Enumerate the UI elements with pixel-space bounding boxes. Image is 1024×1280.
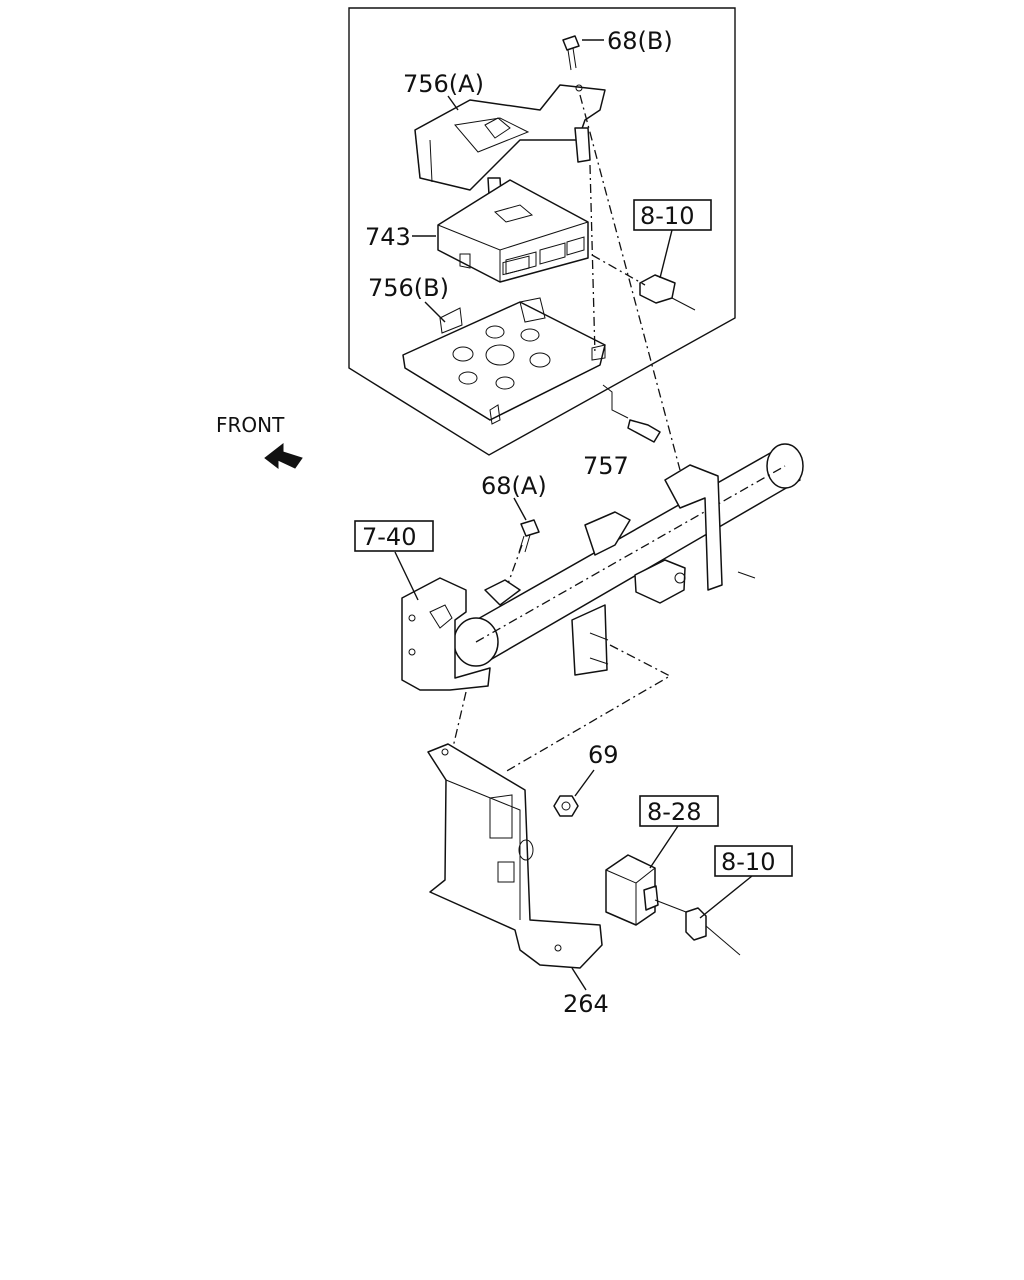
detail-inset-frame bbox=[348, 7, 736, 456]
leader-756a bbox=[447, 95, 459, 111]
leader-264 bbox=[571, 967, 587, 991]
module-box bbox=[605, 854, 659, 926]
callout-756a: 756(A) bbox=[403, 70, 484, 98]
leader-ref-8-10-top bbox=[659, 229, 673, 279]
bolt-68b bbox=[562, 35, 580, 71]
align-line-68b bbox=[579, 94, 681, 471]
brace-264 bbox=[427, 743, 603, 969]
leader-68a bbox=[513, 497, 527, 521]
bracket-756a bbox=[414, 84, 606, 213]
side-bracket bbox=[401, 577, 491, 691]
align-line-connector bbox=[591, 254, 646, 286]
ref-label-8-10-top: 8-10 bbox=[640, 202, 694, 230]
ref-box-7-40[interactable]: 7-40 bbox=[354, 520, 434, 552]
callout-264: 264 bbox=[563, 990, 609, 1018]
front-label: FRONT bbox=[216, 413, 285, 437]
ref-box-8-10-top[interactable]: 8-10 bbox=[633, 199, 712, 231]
connector-bottom bbox=[685, 907, 741, 956]
align-line-tray bbox=[589, 164, 596, 356]
callout-757: 757 bbox=[583, 452, 629, 480]
bolt-68a bbox=[518, 519, 540, 553]
callout-756b: 756(B) bbox=[368, 274, 449, 302]
callout-743: 743 bbox=[365, 223, 411, 251]
callout-68b: 68(B) bbox=[607, 27, 673, 55]
ref-label-7-40: 7-40 bbox=[362, 523, 416, 551]
module-wire bbox=[654, 899, 687, 913]
leader-756b bbox=[424, 301, 446, 323]
ref-box-8-28[interactable]: 8-28 bbox=[639, 795, 719, 827]
leader-ref-8-10-bottom bbox=[699, 875, 753, 919]
control-unit-743 bbox=[437, 179, 589, 283]
leader-69 bbox=[574, 769, 595, 797]
ref-label-8-10-bottom: 8-10 bbox=[721, 848, 775, 876]
callout-68a: 68(A) bbox=[481, 472, 547, 500]
cross-beam bbox=[453, 443, 804, 676]
callout-69: 69 bbox=[588, 741, 619, 769]
nut-69 bbox=[553, 795, 579, 817]
leader-ref-8-28 bbox=[649, 825, 679, 869]
leader-ref-7-40 bbox=[394, 551, 419, 601]
front-arrow-icon bbox=[264, 442, 303, 470]
bolt-757 bbox=[602, 384, 661, 443]
connector-top bbox=[639, 274, 696, 311]
ref-label-8-28: 8-28 bbox=[647, 798, 701, 826]
link-line-right bbox=[504, 644, 672, 773]
tray-756b bbox=[402, 297, 606, 425]
ref-box-8-10-bottom[interactable]: 8-10 bbox=[714, 845, 793, 877]
